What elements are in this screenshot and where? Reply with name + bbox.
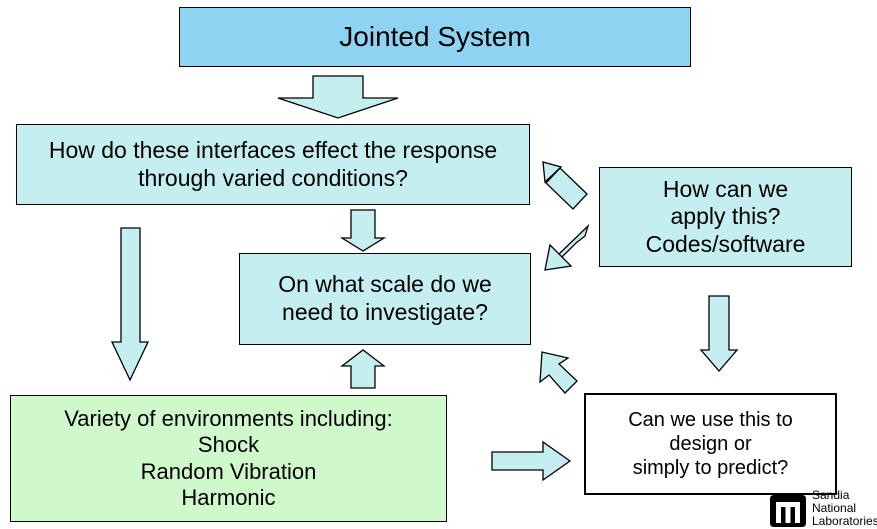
node-predict-line-1: Can we use this to — [628, 409, 793, 431]
node-apply-line-1: How can we — [662, 175, 789, 202]
arrow-system-to-interfaces — [277, 75, 399, 119]
sandia-thunderbird-icon — [770, 495, 806, 527]
logo-line-1: Sandia — [812, 488, 850, 502]
node-environments: Variety of environments including: Shock… — [10, 395, 447, 522]
node-environments-line-4: Harmonic — [181, 484, 276, 510]
node-jointed-system: Jointed System — [179, 7, 691, 67]
node-apply-line-2: apply this? — [670, 203, 781, 230]
arrow-apply-to-predict — [699, 295, 739, 372]
arrow-environments-to-predict — [491, 440, 572, 482]
arrow-predict-to-scale — [539, 351, 578, 394]
node-environments-line-3: Random Vibration — [140, 458, 317, 484]
arrow-environments-to-scale — [340, 349, 386, 389]
node-jointed-system-line: Jointed System — [339, 21, 531, 53]
node-interfaces-question: How do these interfaces effect the respo… — [16, 124, 530, 205]
arrow-apply-to-scale — [544, 223, 590, 271]
arrow-interfaces-to-scale — [339, 209, 387, 252]
arrow-interfaces-to-environments — [110, 227, 150, 382]
logo-line-3: Laboratories — [812, 514, 877, 528]
node-predict-line-3: simply to predict? — [632, 457, 789, 479]
node-environments-line-1: Variety of environments including: — [64, 405, 393, 431]
node-apply-question: How can we apply this? Codes/software — [599, 167, 852, 267]
node-predict-line-2: design or — [669, 433, 752, 455]
node-apply-line-3: Codes/software — [645, 230, 806, 257]
node-scale-line-1: On what scale do we — [278, 271, 492, 298]
node-scale-line-2: need to investigate? — [282, 299, 488, 325]
node-predict-question: Can we use this to design or simply to p… — [584, 393, 837, 495]
sandia-logo-text: Sandia National Laboratories — [812, 489, 877, 528]
sandia-logo: Sandia National Laboratories — [768, 489, 877, 529]
node-environments-line-2: Shock — [197, 432, 260, 458]
arrow-apply-to-interfaces — [545, 167, 588, 210]
node-scale-question: On what scale do we need to investigate? — [239, 253, 531, 345]
logo-line-2: National — [812, 501, 857, 515]
node-interfaces-line-2: through varied conditions? — [138, 164, 408, 191]
node-interfaces-line-1: How do these interfaces effect the respo… — [48, 136, 498, 163]
